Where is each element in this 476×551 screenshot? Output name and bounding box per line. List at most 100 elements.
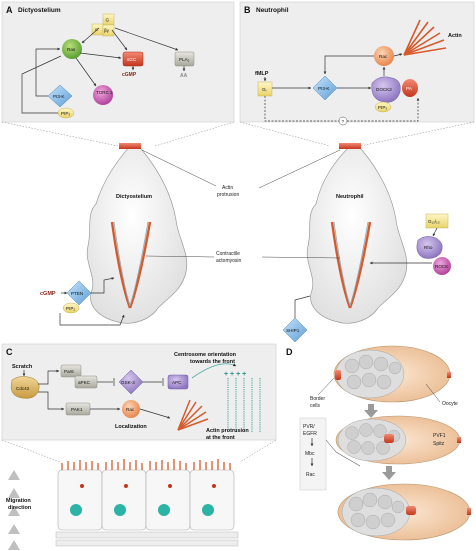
g-beta-gamma-label: βγ xyxy=(104,28,110,33)
gsk3-label: GSK-3 xyxy=(121,380,135,385)
rac-c-label: Rac xyxy=(126,407,135,412)
panel-d: D Border cells Oocyte xyxy=(286,345,471,541)
scratch-label: Scratch xyxy=(12,364,33,370)
pathway-mbc: Mbc xyxy=(305,451,315,457)
pathway-rac: Rac xyxy=(306,472,315,478)
zoom-lines-c xyxy=(1,439,277,463)
sheet-front-actin xyxy=(61,459,231,470)
panel-b-box xyxy=(239,1,475,123)
ship1-node xyxy=(282,317,308,343)
g-alpha-label: α xyxy=(95,27,98,32)
dicty-actomyosin xyxy=(110,221,152,309)
localization-label: Localization xyxy=(115,424,147,430)
pla2-node xyxy=(174,51,195,67)
ras-node xyxy=(62,39,82,59)
dock2-node xyxy=(371,76,401,103)
par6-node xyxy=(60,364,82,378)
cell-sheet: Migration direction xyxy=(6,459,239,550)
ship1-label: SHIP1 xyxy=(286,328,300,333)
actin-fan-c xyxy=(177,399,209,431)
zoom-lines xyxy=(1,121,475,147)
pathway-egfr: EGFR xyxy=(303,431,317,437)
fmlp-label: fMLP xyxy=(255,71,269,77)
cgmp-mid-label: cGMP xyxy=(40,291,56,297)
pathway-box xyxy=(299,417,327,491)
pi3k-b-node xyxy=(312,75,338,101)
rac-b-node xyxy=(374,46,394,66)
panel-a-letter: A xyxy=(6,5,13,15)
pi3k-label: PI3-K xyxy=(53,94,65,99)
pip2-node xyxy=(62,302,80,314)
neutrophil-cell xyxy=(306,144,408,324)
g-label: G xyxy=(106,18,110,23)
apc-label: APC xyxy=(172,380,182,385)
ras-label: Ras xyxy=(67,47,76,52)
rock-node xyxy=(433,257,451,275)
pvf1-label: PVF1 xyxy=(433,433,446,439)
rac-b-label: Rac xyxy=(379,54,388,59)
gi-label: Gᵢ xyxy=(262,87,267,92)
panel-b-title: Neutrophil xyxy=(256,7,289,14)
panel-c: C Scratch Cdc42 Par6 aPKC GSK-3 APC Cent… xyxy=(1,343,277,441)
actin-fan xyxy=(403,19,447,56)
centrosomes xyxy=(80,484,216,488)
pi3k-node xyxy=(47,84,73,108)
cgmp-output-label: cGMP xyxy=(122,72,137,78)
pi3k-b-label: PI3-K xyxy=(318,86,330,91)
panel-a: A Dictyostelium G α βγ Ras sGC cGMP PLA₂… xyxy=(1,1,235,123)
panel-b-letter: B xyxy=(244,5,251,15)
pip2-label: PIP₂ xyxy=(66,306,75,311)
apc-node xyxy=(167,374,189,390)
pa-label: PA xyxy=(406,86,413,91)
microtubules xyxy=(227,378,261,432)
rho-node xyxy=(416,236,443,259)
pten-label: PTEN xyxy=(71,291,83,296)
neutrophil-actomyosin xyxy=(330,221,372,309)
centrosome-l2: towards the front xyxy=(190,359,235,365)
dicty-actin-cap xyxy=(119,143,141,149)
sheet-cells xyxy=(55,469,239,547)
oocyte-label: Oocyte xyxy=(442,401,458,407)
pip3-b-label: PIP₃ xyxy=(378,105,387,110)
question-label: ? xyxy=(342,119,345,124)
pip3-label: PIP₃ xyxy=(61,111,70,116)
cells-middle: Dictyostelium Neutrophil Actin protrusio… xyxy=(40,143,451,343)
pak1-label: PAK1 xyxy=(71,407,83,412)
down-arrow-2 xyxy=(382,466,396,480)
torc2-label: TORC 2 xyxy=(96,90,113,95)
actin-label: Actin xyxy=(448,33,462,39)
aa-label: AA xyxy=(180,73,188,79)
pip3-b-node xyxy=(374,101,392,113)
actin-protrusion-l2: protrusion xyxy=(217,192,239,198)
neutrophil-cell-label: Neutrophil xyxy=(336,194,364,200)
nuclei xyxy=(70,504,214,516)
migration-l2: direction xyxy=(8,505,32,511)
dicty-cell-label: Dictyostelium xyxy=(116,194,152,200)
down-arrow-1 xyxy=(364,404,378,418)
dicty-cell xyxy=(86,144,188,324)
g1213-label: G₁₂/₁₃ xyxy=(428,219,440,224)
pten-node xyxy=(66,280,92,306)
panel-c-arrows xyxy=(38,369,171,419)
actin-front-l1: Actin protrusion xyxy=(206,428,249,434)
migration-l1: Migration xyxy=(6,498,31,504)
cdc42-label: Cdc42 xyxy=(16,386,30,391)
panel-a-arrows xyxy=(21,27,186,114)
rac-c-node xyxy=(122,400,140,418)
actin-front-l2: at the front xyxy=(206,435,235,441)
apkc-label: aPKC xyxy=(78,380,91,385)
panel-c-letter: C xyxy=(6,347,13,357)
contractile-l2: actomyosin xyxy=(216,258,242,264)
panel-b: B Neutrophil Actin fMLP Gᵢ PI3-K Rac DOC… xyxy=(239,1,475,126)
border-cells-l1: Border xyxy=(310,396,325,402)
panel-a-box xyxy=(1,1,235,123)
plus-ends: + + + + xyxy=(224,371,246,378)
panel-d-letter: D xyxy=(286,347,293,357)
actin-protrusion-l1: Actin xyxy=(222,185,233,191)
contractile-l1: Contractile xyxy=(216,251,240,257)
migration-arrows xyxy=(8,470,20,550)
neutrophil-actin-cap xyxy=(339,143,361,149)
spitz-label: Spitz xyxy=(433,441,445,447)
panel-a-title: Dictyostelium xyxy=(18,7,61,14)
